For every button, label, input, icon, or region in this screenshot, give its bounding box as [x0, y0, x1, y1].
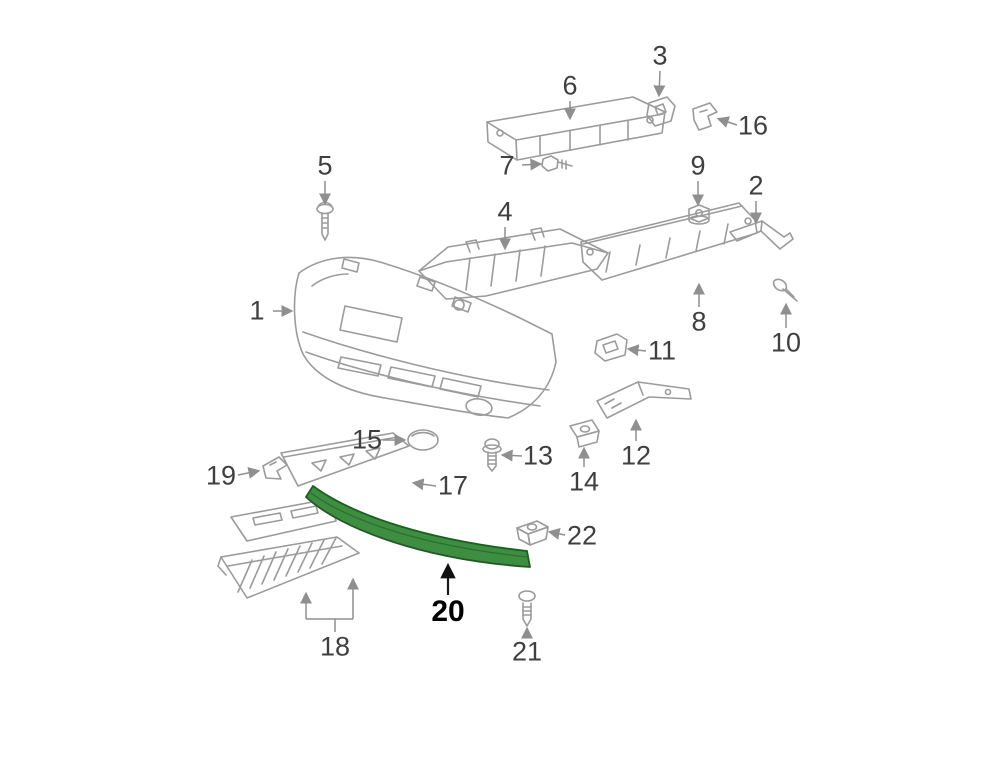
part-label-21: 21: [511, 636, 543, 667]
part-label-8: 8: [691, 306, 707, 337]
part-4-air-deflector: [418, 227, 609, 300]
part-label-13: 13: [522, 440, 554, 471]
part-label-11: 11: [647, 335, 677, 366]
part-label-4: 4: [497, 196, 513, 227]
part-label-7: 7: [499, 150, 515, 181]
leader-lines: [237, 70, 792, 639]
part-label-18: 18: [319, 631, 351, 662]
part-label-15: 15: [351, 424, 383, 455]
part-label-6: 6: [562, 70, 578, 101]
part-2-corner-bracket: [729, 220, 794, 250]
part-3-retainer-clip: [646, 96, 676, 127]
part-10-bolt: [772, 278, 798, 302]
part-11-bracket: [594, 333, 628, 362]
part-5-screw: [316, 201, 334, 241]
part-22-u-nut: [516, 520, 549, 546]
part-label-12: 12: [620, 440, 652, 471]
part-label-9: 9: [690, 150, 706, 181]
part-label-20-highlighted: 20: [431, 595, 465, 628]
part-label-19: 19: [205, 460, 237, 491]
part-20-fill: [305, 485, 531, 568]
part-label-5: 5: [317, 150, 333, 181]
part-label-10: 10: [770, 327, 802, 358]
part-7-bolt: [541, 155, 573, 172]
part-label-17: 17: [437, 470, 469, 501]
part-15-plug-cap: [407, 429, 439, 451]
part-1-bumper-cover: [293, 256, 557, 419]
part-label-1: 1: [249, 295, 265, 326]
part-19-clip: [262, 456, 288, 480]
part-label-22: 22: [566, 520, 598, 551]
part-16-hook-retainer: [692, 102, 718, 131]
part-label-2: 2: [748, 170, 764, 201]
part-13-bolt: [482, 438, 502, 472]
part-14-u-nut: [569, 419, 600, 448]
part-8-reinforcement-bar: [580, 202, 758, 281]
part-17-lower-support: [280, 432, 410, 487]
part-label-3: 3: [652, 40, 668, 71]
part-6-impact-bar: [486, 96, 666, 161]
part-12-support-bracket: [596, 381, 692, 419]
part-20-lower-trim-highlighted: [305, 485, 531, 568]
part-label-16: 16: [737, 110, 769, 141]
part-label-14: 14: [568, 466, 600, 497]
part-21-bolt: [518, 590, 536, 627]
